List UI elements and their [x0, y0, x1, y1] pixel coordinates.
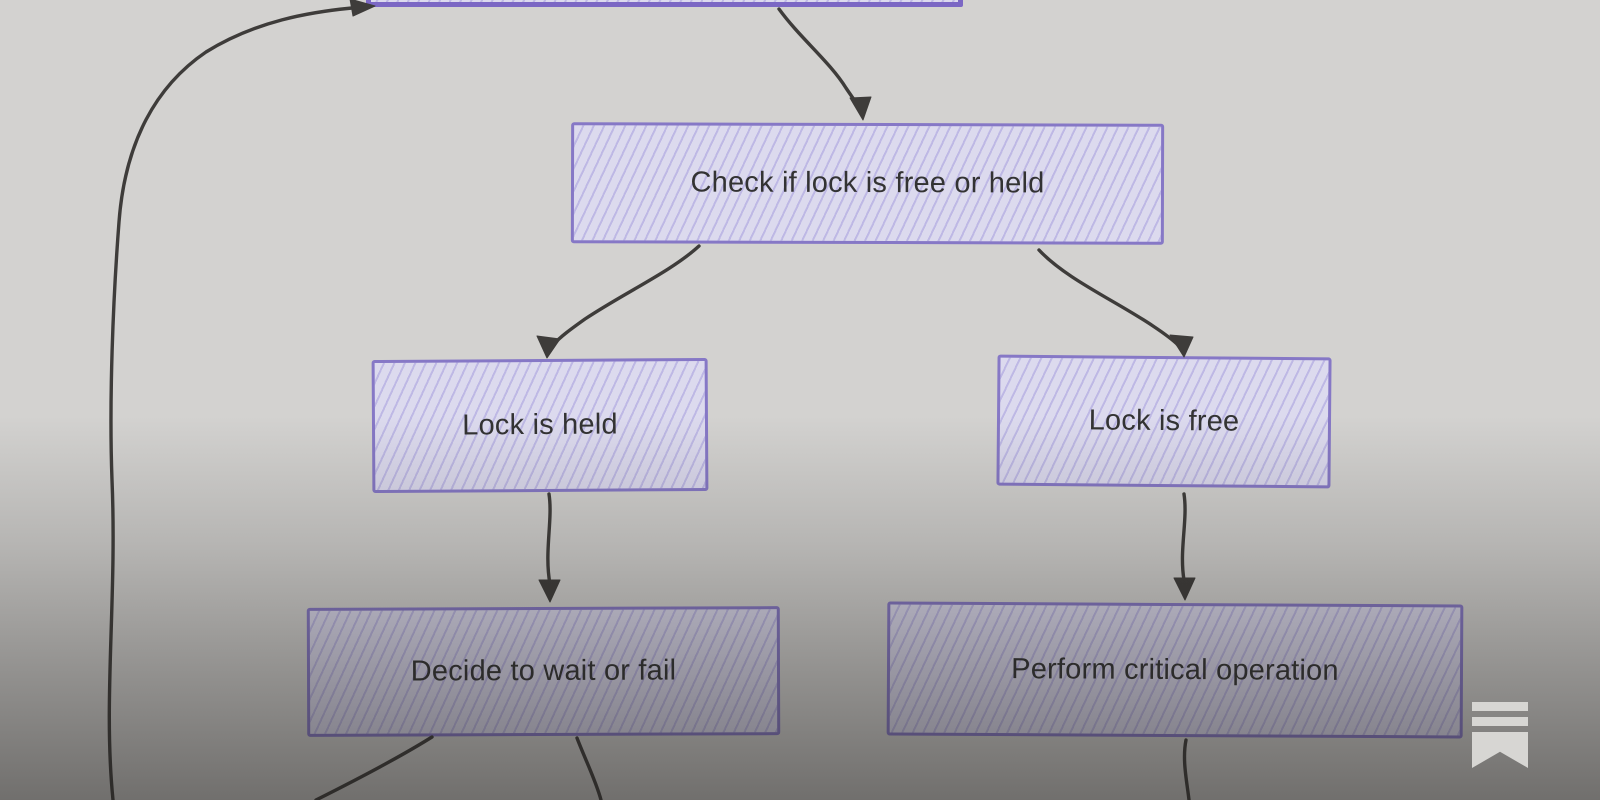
edge-check-to-held — [552, 244, 701, 346]
substack-bookmark-icon — [1472, 702, 1528, 768]
edge-decide-exit-down — [575, 736, 603, 800]
edge-top-to-check-arrowhead — [849, 96, 872, 121]
edge-check-to-free — [1037, 248, 1180, 347]
edge-loop-back — [107, 6, 354, 800]
logo-bar-top — [1472, 702, 1528, 711]
edge-check-to-free-arrowhead — [1169, 334, 1194, 358]
edge-held-to-decide-arrowhead — [538, 579, 561, 603]
edge-loop-back-arrowhead — [349, 0, 376, 17]
logo-flag — [1472, 732, 1528, 768]
edge-free-to-perform — [1180, 492, 1187, 582]
edge-perform-exit-down — [1182, 738, 1191, 800]
edge-decide-exit-left — [314, 735, 434, 800]
edge-held-to-decide — [546, 492, 552, 586]
edge-check-to-held-arrowhead — [536, 335, 561, 359]
logo-bar-middle — [1472, 717, 1528, 726]
edge-free-to-perform-arrowhead — [1173, 577, 1196, 601]
edge-top-to-check — [777, 7, 860, 108]
